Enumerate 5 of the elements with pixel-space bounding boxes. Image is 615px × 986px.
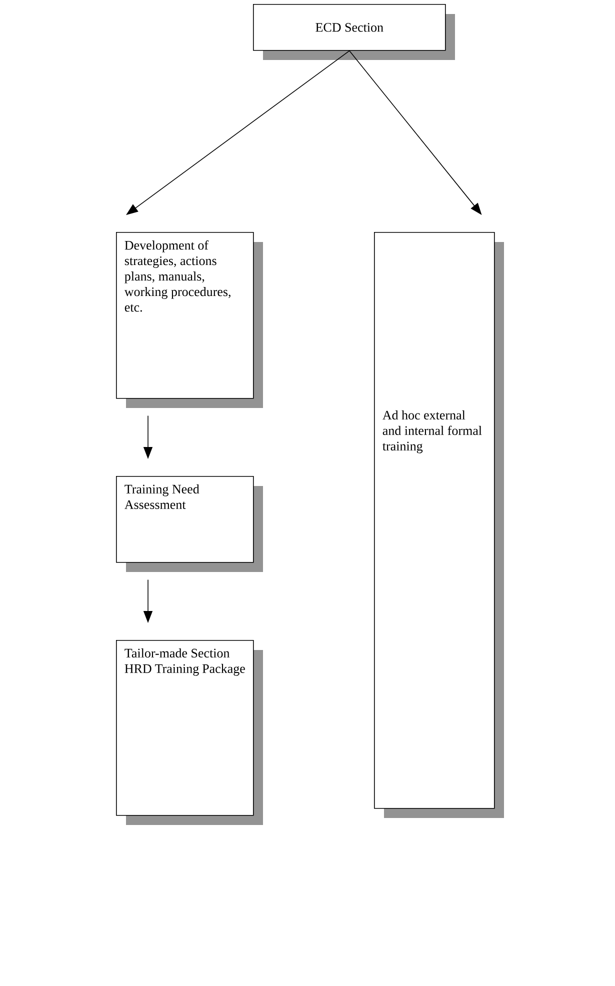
process-box: Development of strategies, actions plans, manuals, working procedures, etc. (116, 232, 263, 408)
process-box: Tailor-made Section HRD Training Package (116, 640, 263, 825)
section-box: ECD Section (253, 4, 455, 60)
process-box: Ad hoc external and internal formal training (374, 232, 504, 818)
process-box: Training Need Assessment (116, 476, 263, 572)
